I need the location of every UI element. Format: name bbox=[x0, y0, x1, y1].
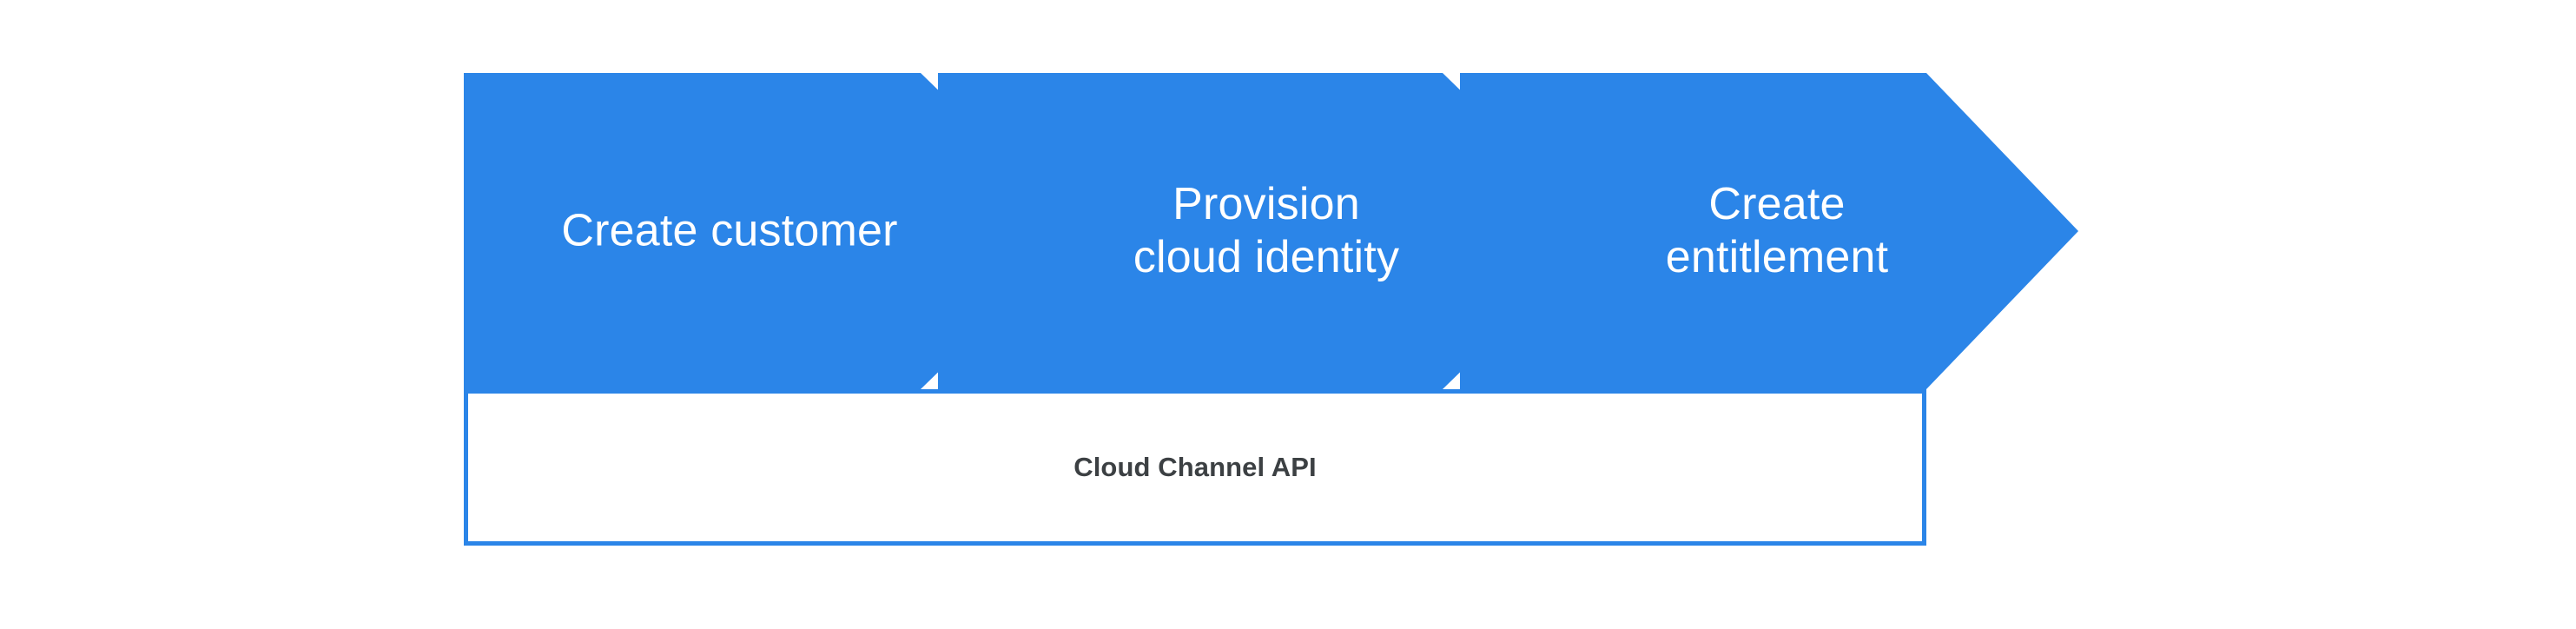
platform-box[interactable] bbox=[464, 389, 1926, 546]
chevron-step-2[interactable] bbox=[938, 73, 1605, 389]
chevron-step-3[interactable] bbox=[1460, 73, 2078, 389]
chevron-step-1[interactable] bbox=[464, 73, 1083, 389]
